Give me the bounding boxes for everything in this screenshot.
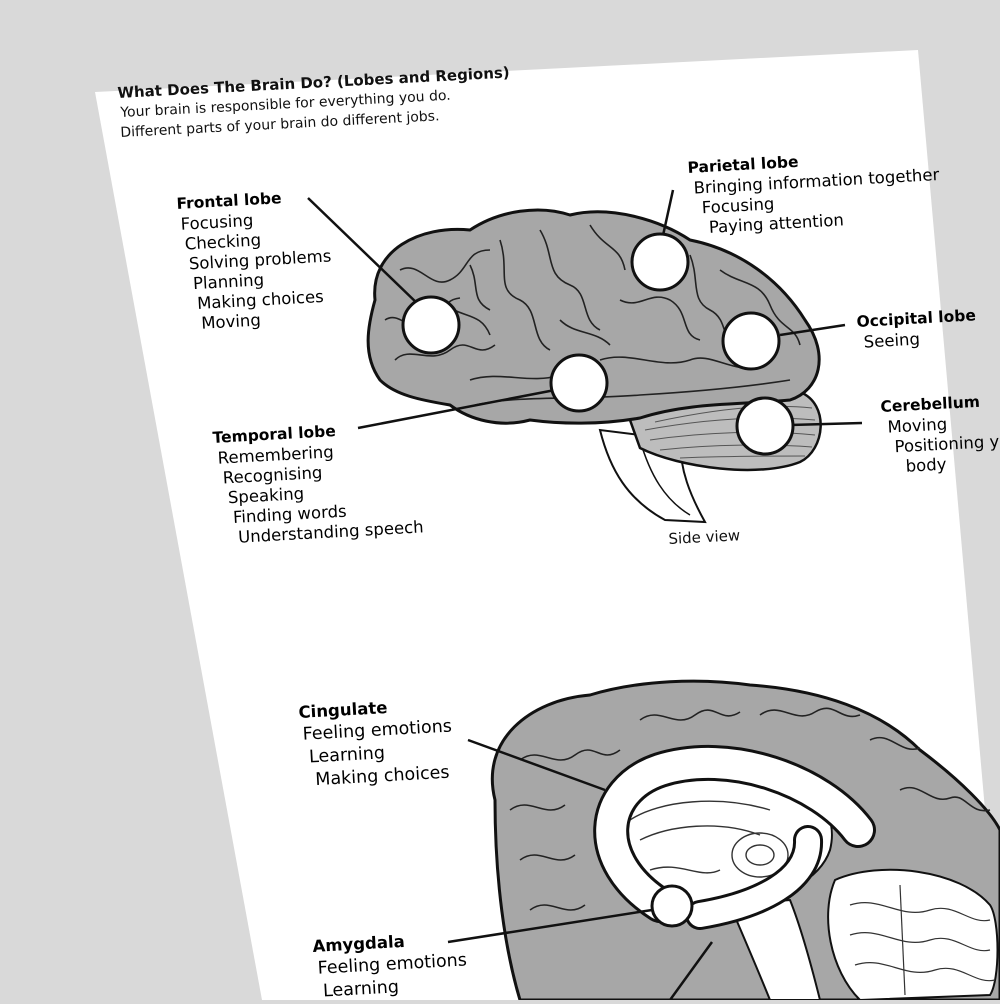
frontal-lobe-marker: [401, 295, 461, 355]
amygdala-label: Amygdala Feeling emotions Learning: [312, 928, 469, 1003]
inner-view-brain-illustration: [447, 679, 1000, 1000]
side-view-caption: Side view: [668, 526, 741, 548]
cerebellum-label: Cerebellum Moving Positioning y body: [880, 391, 1000, 478]
temporal-lobe-label: Temporal lobe Remembering Recognising Sp…: [212, 417, 424, 549]
temporal-lobe-marker: [549, 353, 609, 413]
parietal-lobe-marker: [630, 232, 690, 292]
cingulate-label: Cingulate Feeling emotions Learning Maki…: [298, 694, 455, 792]
parietal-lobe-label: Parietal lobe Bringing information toget…: [687, 144, 942, 239]
frontal-lobe-label: Frontal lobe Focusing Checking Solving p…: [176, 186, 335, 335]
occipital-lobe-label: Occipital lobe Seeing: [856, 305, 978, 353]
cerebellum-marker: [735, 396, 795, 456]
side-view-brain-illustration: [307, 189, 863, 524]
amygdala-marker: [650, 884, 694, 928]
occipital-lobe-marker: [721, 311, 781, 371]
